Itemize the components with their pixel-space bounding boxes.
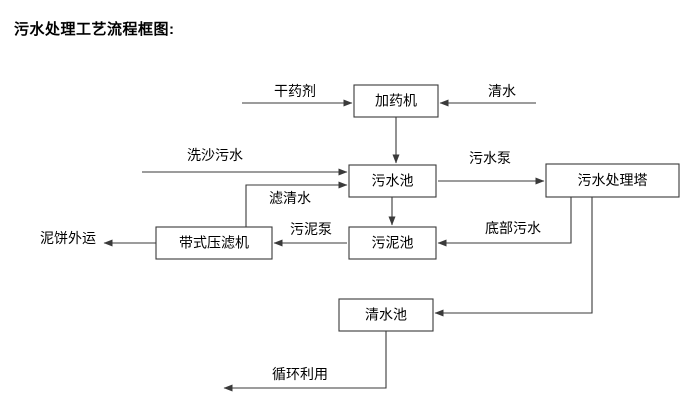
edge-dry-chemical-in: 干药剂 (242, 83, 353, 107)
node-dosing-machine[interactable]: 加药机 (353, 84, 439, 118)
node-box-clear-water-pool (338, 298, 434, 332)
edge-label-sewage-pump: 污水泵 (469, 150, 511, 166)
edge-line-filtered-water-in (245, 181, 348, 227)
node-box-sludge-pool (348, 226, 437, 260)
edge-label-mud-cake-out: 泥饼外运 (40, 230, 96, 246)
edge-recycle-out: 循环利用 (223, 331, 387, 392)
edge-label-filtered-water-in: 滤清水 (269, 190, 311, 206)
edge-sludge-pump: 污泥泵 (273, 221, 347, 247)
node-label-clear-water-pool: 清水池 (365, 307, 407, 323)
node-label-sewage-pool: 污水池 (372, 173, 414, 189)
edge-sand-wash-in: 洗沙污水 (142, 147, 348, 176)
edge-sewage-pump: 污水泵 (438, 150, 545, 185)
edge-tower-to-clear (434, 197, 593, 317)
node-label-sludge-pool: 污泥池 (372, 235, 414, 251)
node-label-dosing-machine: 加药机 (375, 93, 417, 109)
edge-filtered-water-in: 滤清水 (245, 181, 348, 227)
edge-label-bottom-sewage: 底部污水 (485, 220, 541, 236)
edge-clean-water-in: 清水 (439, 83, 536, 107)
edge-label-dry-chemical-in: 干药剂 (274, 83, 316, 99)
edge-line-tower-to-clear (434, 197, 593, 317)
page-title: 污水处理工艺流程框图: (14, 21, 175, 38)
node-box-sewage-pool (348, 164, 437, 198)
edge-line-recycle-out (223, 331, 387, 392)
node-label-belt-filter-press: 带式压滤机 (179, 235, 249, 251)
edge-bottom-sewage: 底部污水 (437, 197, 572, 247)
edge-label-clean-water-in: 清水 (488, 83, 516, 99)
node-label-treatment-tower: 污水处理塔 (578, 172, 648, 188)
node-box-belt-filter-press (155, 226, 273, 260)
node-sludge-pool[interactable]: 污泥池 (348, 226, 437, 260)
node-sewage-pool[interactable]: 污水池 (348, 164, 437, 198)
node-belt-filter-press[interactable]: 带式压滤机 (155, 226, 273, 260)
node-box-treatment-tower (545, 163, 680, 198)
edge-label-recycle-out: 循环利用 (272, 366, 328, 382)
node-treatment-tower[interactable]: 污水处理塔 (545, 163, 680, 198)
edge-mud-cake-out: 泥饼外运 (40, 230, 156, 247)
edge-label-sludge-pump: 污泥泵 (290, 221, 332, 237)
node-box-dosing-machine (353, 84, 439, 118)
edge-line-bottom-sewage (437, 197, 572, 247)
edge-label-sand-wash-in: 洗沙污水 (187, 147, 243, 163)
node-clear-water-pool[interactable]: 清水池 (338, 298, 434, 332)
